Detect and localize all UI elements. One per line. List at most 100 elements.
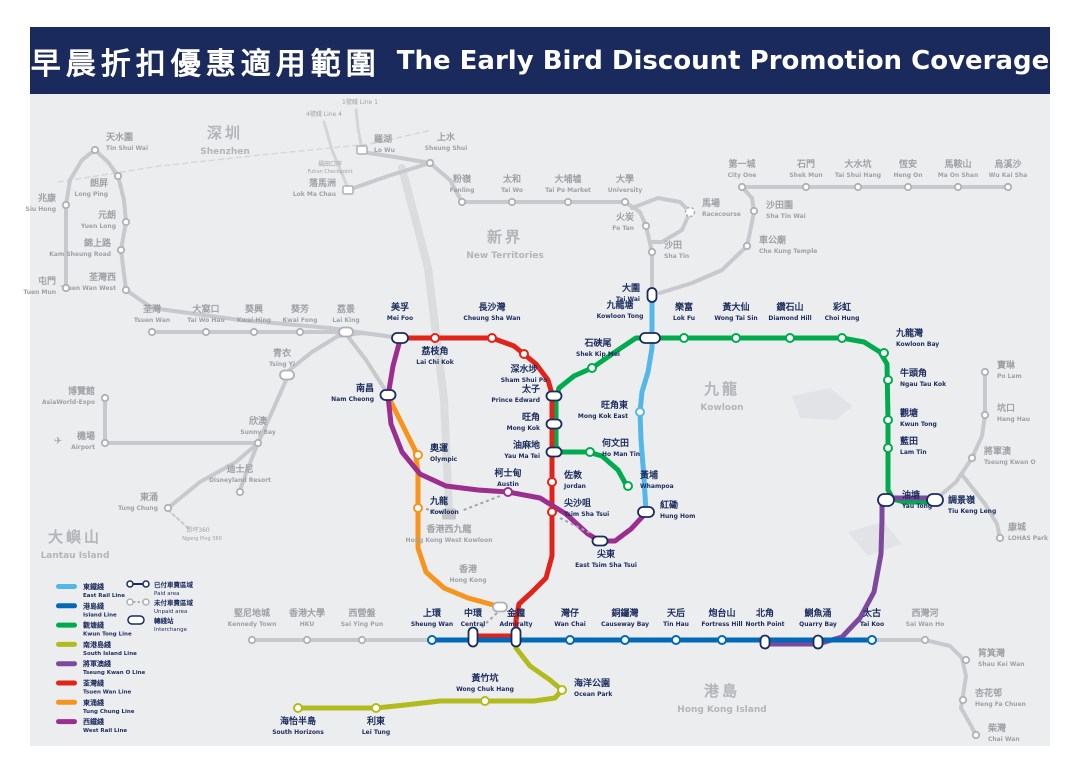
station-marker [742,241,752,251]
line-tko-line-north [933,370,987,502]
station-name-en: Tai Wo [501,187,523,194]
station-name-en: Tsing Yi [269,361,295,368]
station-name-zh: 灣仔 [561,607,579,619]
station-name-en: Sai Ying Pun [341,621,384,628]
station-name-zh: 海洋公園 [574,677,610,689]
station-name-en: Shek Mun [789,172,822,179]
station-marker [116,245,126,255]
station-marker [253,438,263,448]
line-lohas-park-branch [961,474,1002,540]
legend-paid-link-node [126,580,134,588]
station-name-zh: 九龍塘 [605,299,633,311]
station-marker [953,182,963,192]
station-name-zh: 荔景 [336,303,355,315]
station-name-en: Tuen Mun [23,289,56,296]
station-name-en: Tsim Sha Tsui [564,511,609,518]
station-name-en: Hong Kong [449,577,486,584]
station-marker [641,221,651,231]
station-name-en: Ocean Park [574,691,613,698]
interchange-marker [639,332,661,344]
border-crossing-marker [356,145,368,155]
station-marker [883,375,893,385]
station-name-en: Lai King [332,317,359,324]
station-name-zh: 黃竹坑 [470,672,498,684]
interchange-marker [545,418,563,430]
station-marker [785,333,795,343]
station-name-zh: 佐敦 [563,469,583,481]
station-name-en: Prince Edward [491,397,540,404]
station-name-zh: 石硤尾 [583,337,611,349]
interchange-marker [646,287,658,303]
station-name-en: Sai Wan Ho [906,621,944,628]
station-name-en: Kowloon Bay [896,341,939,348]
station-name-zh: 粉嶺 [453,173,471,185]
line-shenzhen-line-1 [354,108,364,152]
station-name-en: Wan Chai [554,621,586,628]
region-name-zh: 港島 [704,682,740,700]
station-name-zh: 黃埔 [639,469,658,481]
station-marker [679,333,689,343]
legend-line-swatch [56,719,77,725]
station-name-zh: 長沙灣 [478,301,505,313]
station-name-en: Tai Po Market [545,187,591,194]
station-name-en: Sha Tin Wai [766,213,806,220]
station-name-zh: 天后 [667,607,685,619]
station-name-zh: 大圍 [622,282,640,294]
station-name-zh: 觀塘 [900,407,918,419]
station-name-en: Tin Hau [663,621,689,628]
station-name-en: Tai Wai [616,296,640,303]
station-name-en: North Point [745,621,784,628]
station-marker [995,533,1005,543]
station-marker [587,363,597,373]
station-name-en: Tai Koo [860,621,884,628]
station-name-zh: 香港 [458,563,478,575]
region-name-zh: 深圳 [207,124,243,142]
station-name-zh: 第一城 [728,158,755,170]
station-marker [980,367,990,377]
station-name-en: Siu Hong [26,206,56,213]
station-name-en: Kwai Fong [283,317,318,324]
station-name-zh: 中環 [464,607,483,619]
station-wan-chai: 灣仔 Wan Chai [554,607,586,645]
station-name-zh: 康城 [1008,521,1026,533]
station-name-zh: 大埔墟 [554,173,581,185]
station-marker [519,349,529,359]
station-name-en: Choi Hung [825,315,860,322]
station-marker [737,182,747,192]
interchange-walkway-link [425,508,442,513]
station-name-zh: 堅尼地城 [234,607,270,619]
line-tung-chung-line [385,393,503,610]
station-name-en: Central [461,621,486,628]
station-name-zh: 荔枝角 [420,345,448,357]
station-name-zh: 尖東 [597,548,615,560]
station-name-en: Che Kung Temple [759,248,817,255]
interchange-marker [492,601,508,613]
station-marker [430,333,440,343]
station-marker [961,655,971,665]
station-name-en: Diamond Hill [768,315,811,322]
station-name-en: Fo Tan [612,225,634,232]
station-name-zh: 旺角東 [601,399,628,411]
station-name-zh: 葵興 [244,303,263,315]
legend-line-zh: 南港島綫 [83,640,111,649]
header-banner: 早晨折扣優惠適用範圍 The Early Bird Discount Promo… [30,27,1050,94]
station-name-zh: 大窩口 [192,303,219,315]
station-name-zh: 荃灣 [143,303,161,315]
line-kwun-tong-line [553,335,938,505]
station-name-en: Yau Ma Tei [503,453,540,460]
